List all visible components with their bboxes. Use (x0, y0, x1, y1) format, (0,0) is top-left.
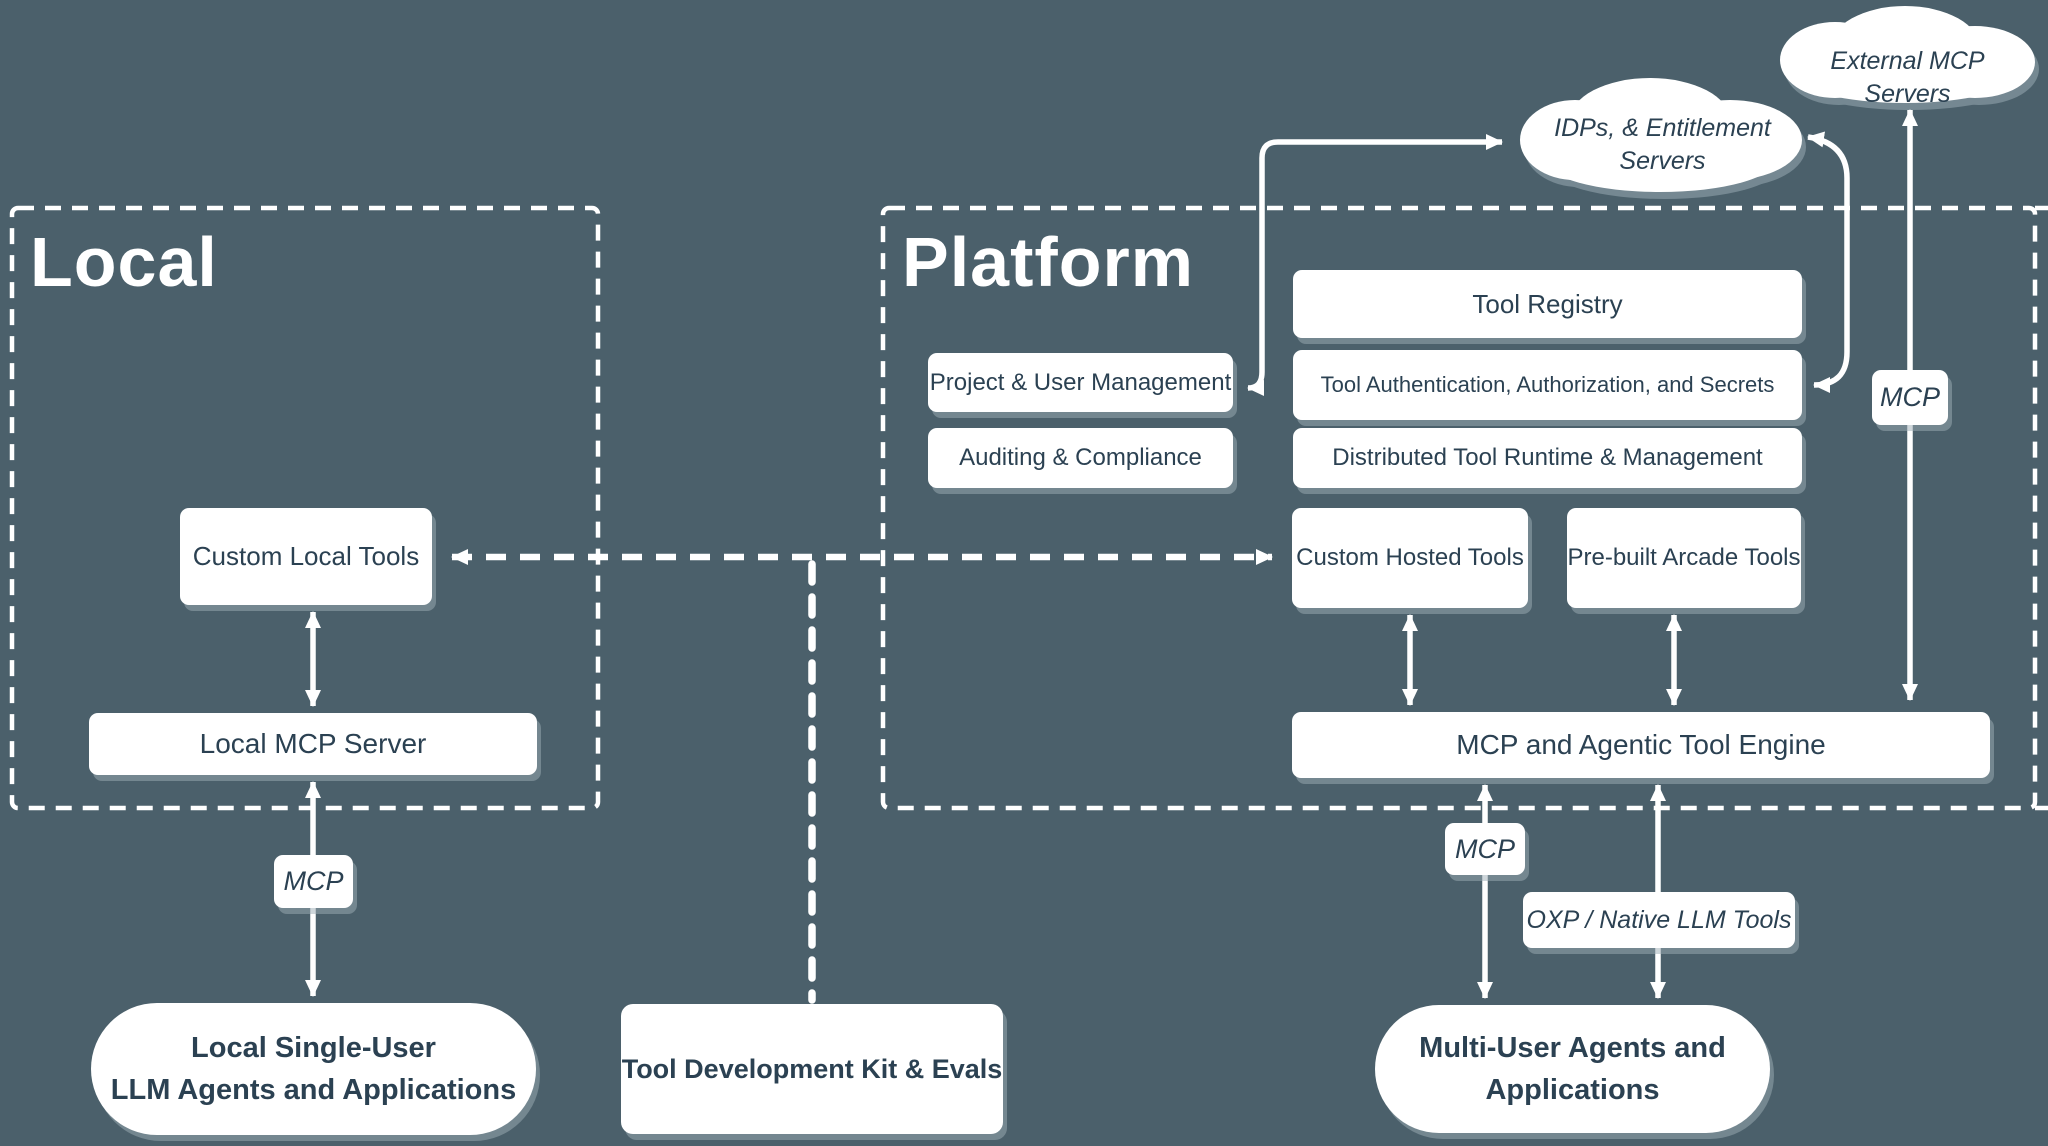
node-project-user-management: Project & User Management (928, 353, 1233, 412)
node-multi-user-agents: Multi-User Agents and Applications (1375, 1005, 1770, 1133)
node-auditing-compliance: Auditing & Compliance (928, 428, 1233, 488)
multi-user-line2: Applications (1485, 1074, 1660, 1106)
edge-label-mcp-local: MCP (274, 855, 353, 908)
local-agents-line2: LLM Agents and Applications (110, 1074, 517, 1106)
node-prebuilt-arcade-tools: Pre-built Arcade Tools (1567, 508, 1801, 608)
cloud-external-mcp-servers (1780, 6, 2035, 103)
edge-label-mcp-external: MCP (1872, 370, 1948, 425)
node-local-single-user-agents: Local Single-User LLM Agents and Applica… (91, 1003, 536, 1135)
idps-cloud-label-line2: Servers (1619, 146, 1706, 175)
idps-cloud-label-line1: IDPs, & Entitlement (1554, 114, 1771, 142)
node-tool-authentication: Tool Authentication, Authorization, and … (1293, 350, 1802, 420)
local-agents-line1: Local Single-User (191, 1031, 436, 1064)
external-mcp-servers-cloud-label: External MCP Servers (1830, 47, 1985, 108)
node-distributed-tool-runtime: Distributed Tool Runtime & Management (1293, 428, 1802, 488)
node-mcp-agentic-tool-engine: MCP and Agentic Tool Engine (1292, 712, 1990, 778)
node-tool-development-kit: Tool Development Kit & Evals (621, 1004, 1003, 1134)
node-tool-registry: Tool Registry (1293, 270, 1802, 338)
edge-label-oxp-native-llm-tools: OXP / Native LLM Tools (1523, 892, 1795, 948)
arrow-projectmgmt-idps (1247, 134, 1503, 396)
cloud-idps-entitlement-servers (1520, 78, 1802, 192)
multi-user-line1: Multi-User Agents and (1419, 1031, 1726, 1064)
idps-cloud-label: IDPs, & Entitlement Servers (1530, 112, 1795, 177)
node-custom-local-tools: Custom Local Tools (180, 508, 432, 605)
local-region-title: Local (30, 223, 218, 301)
arrow-idps-toolauth (1807, 131, 1850, 393)
platform-region-title: Platform (902, 223, 1194, 301)
node-custom-hosted-tools: Custom Hosted Tools (1292, 508, 1528, 608)
node-local-mcp-server: Local MCP Server (89, 713, 537, 775)
edge-label-mcp-bottom: MCP (1445, 823, 1525, 875)
